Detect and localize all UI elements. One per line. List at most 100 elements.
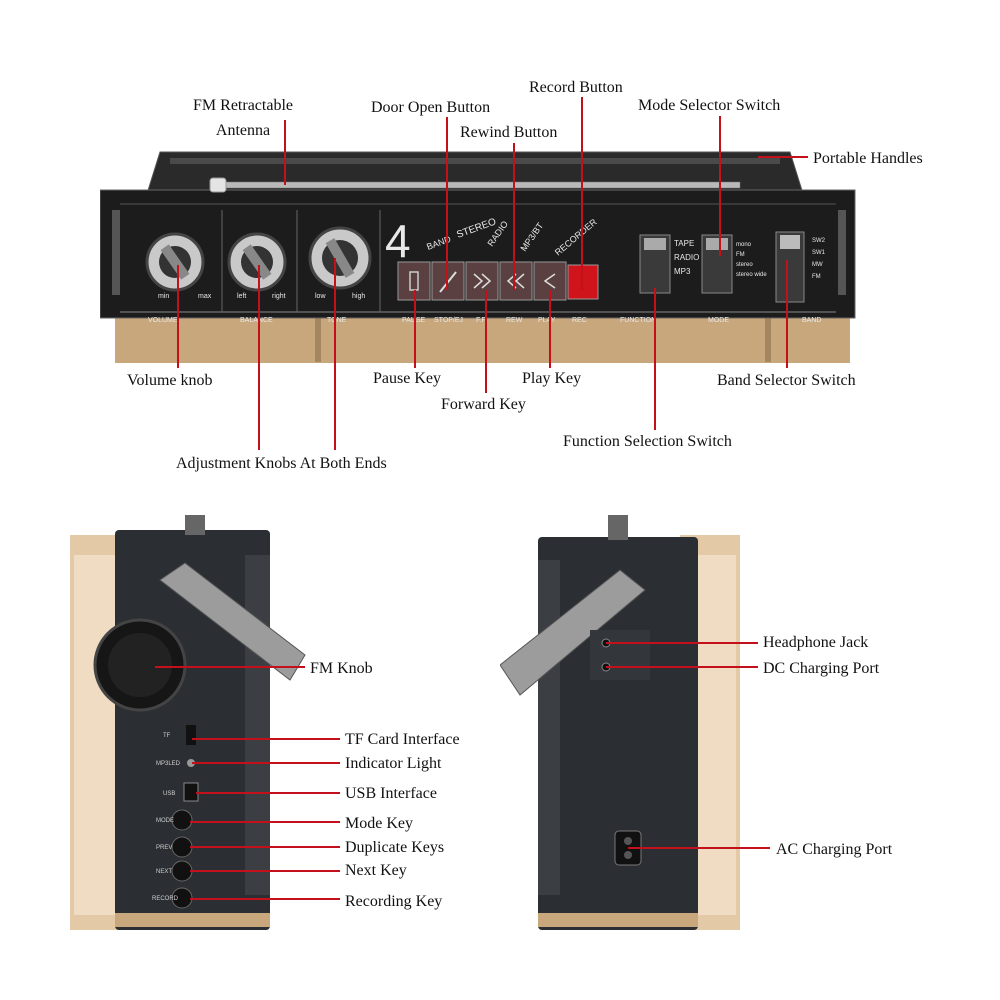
function-opt-tape: TAPE	[674, 239, 694, 248]
side-label-mp3led: MP3LED	[156, 761, 181, 767]
side-label-mode: MODE	[156, 818, 174, 824]
leader-ac	[628, 847, 770, 849]
balance-right-label: right	[272, 293, 286, 300]
leader-forward	[485, 290, 487, 393]
volume-min-label: min	[158, 293, 169, 300]
tone-low-label: low	[315, 293, 326, 300]
mode-opt-stereo: stereo	[736, 262, 753, 268]
mode-caption: MODE	[708, 317, 729, 324]
leader-adjust-right	[334, 258, 336, 450]
callout-pause: Pause Key	[373, 370, 441, 387]
callout-duplicate: Duplicate Keys	[345, 839, 445, 856]
carry-handle-left	[159, 562, 306, 681]
side-label-usb: USB	[163, 791, 175, 797]
side-label-record: RECORD	[152, 896, 179, 902]
callout-volume: Volume knob	[127, 372, 213, 389]
function-opt-mp3: MP3	[674, 267, 691, 276]
function-opt-radio: RADIO	[674, 253, 699, 262]
key-label-ff: F.F.	[476, 317, 487, 324]
leader-mode-key	[190, 821, 340, 823]
leader-record	[581, 97, 583, 290]
band-opt-sw1: SW1	[812, 250, 826, 256]
key-label-play: PLAY	[538, 317, 556, 324]
callout-band-selector: Band Selector Switch	[717, 372, 856, 389]
callout-recording: Recording Key	[345, 893, 443, 910]
tone-high-label: high	[352, 293, 365, 300]
top-view-radio: min max left right low high VOLUME BALAN…	[100, 151, 856, 363]
leader-next	[190, 870, 340, 872]
band-opt-mw: MW	[812, 262, 823, 268]
callout-fm-knob: FM Knob	[310, 660, 373, 677]
mode-switch[interactable]	[701, 234, 733, 294]
left-side-view: TF MP3LED USB MODE PREV NEXT RECORD	[70, 515, 306, 930]
leader-dc	[606, 666, 758, 668]
band-opt-sw2: SW2	[812, 238, 826, 244]
leader-headphone	[606, 642, 758, 644]
tone-knob[interactable]	[308, 226, 372, 290]
band-switch[interactable]	[775, 231, 805, 303]
tone-caption: TONE	[327, 317, 347, 324]
prev-key[interactable]	[171, 836, 193, 858]
callout-usb: USB Interface	[345, 785, 437, 802]
band-caption: BAND	[802, 317, 821, 324]
fm-antenna	[219, 181, 741, 189]
fm-knob[interactable]	[93, 618, 187, 712]
callout-record: Record Button	[529, 79, 623, 96]
callout-play: Play Key	[522, 370, 582, 387]
leader-usb	[196, 792, 340, 794]
right-side-view	[500, 515, 740, 930]
key-label-pause: PAUSE	[402, 317, 426, 324]
band-opt-fm: FM	[812, 274, 821, 280]
side-label-tf: TF	[163, 733, 171, 739]
piano-keys	[397, 261, 599, 301]
function-switch[interactable]	[639, 234, 671, 294]
balance-left-label: left	[237, 293, 246, 300]
balance-caption: BALANCE	[240, 317, 273, 324]
callout-mode-key: Mode Key	[345, 815, 413, 832]
key-label-rec: REC	[572, 317, 587, 324]
next-key[interactable]	[171, 860, 193, 882]
callout-mode-selector: Mode Selector Switch	[638, 97, 781, 114]
leader-antenna	[284, 120, 286, 185]
callout-fm-antenna-1: FM Retractable	[193, 97, 293, 114]
panel-number: 4	[385, 215, 411, 267]
leader-volume	[177, 265, 179, 368]
tf-card-slot[interactable]	[186, 725, 196, 745]
key-label-stop: STOP/EJ	[434, 317, 463, 324]
function-caption: FUNCTION	[620, 317, 656, 324]
callout-tf-card: TF Card Interface	[345, 731, 460, 748]
side-label-prev: PREV	[156, 845, 172, 851]
leader-recording	[190, 898, 340, 900]
leader-duplicate	[190, 846, 340, 848]
volume-knob[interactable]	[145, 232, 205, 292]
mode-key[interactable]	[171, 809, 193, 831]
callout-fm-antenna-2: Antenna	[215, 122, 271, 139]
leader-function	[654, 288, 656, 430]
callout-headphone: Headphone Jack	[763, 634, 869, 651]
callout-ac: AC Charging Port	[776, 841, 893, 858]
side-label-next: NEXT	[156, 869, 172, 875]
callout-adjustment: Adjustment Knobs At Both Ends	[176, 455, 387, 472]
leader-band	[786, 260, 788, 368]
leader-mode-selector	[719, 116, 721, 256]
leader-pause	[414, 290, 416, 368]
leader-play	[549, 290, 551, 368]
leader-fm-knob	[155, 666, 305, 668]
callout-forward: Forward Key	[441, 396, 526, 413]
callout-function-selection: Function Selection Switch	[563, 433, 732, 450]
leader-tf-card	[192, 738, 340, 740]
record-key[interactable]	[567, 264, 599, 300]
leader-handles	[758, 156, 808, 158]
volume-max-label: max	[198, 293, 212, 300]
callout-indicator: Indicator Light	[345, 755, 442, 772]
leader-adjust-left	[258, 265, 260, 450]
key-label-rew: REW	[506, 317, 523, 324]
callout-rewind: Rewind Button	[460, 124, 558, 141]
carry-handle-right	[500, 569, 646, 696]
balance-knob[interactable]	[227, 232, 287, 292]
mode-opt-fm: FM	[736, 252, 745, 258]
callout-handles: Portable Handles	[813, 150, 923, 167]
indicator-light	[187, 759, 195, 767]
leader-rewind	[513, 143, 515, 290]
callout-door-open: Door Open Button	[371, 99, 491, 116]
